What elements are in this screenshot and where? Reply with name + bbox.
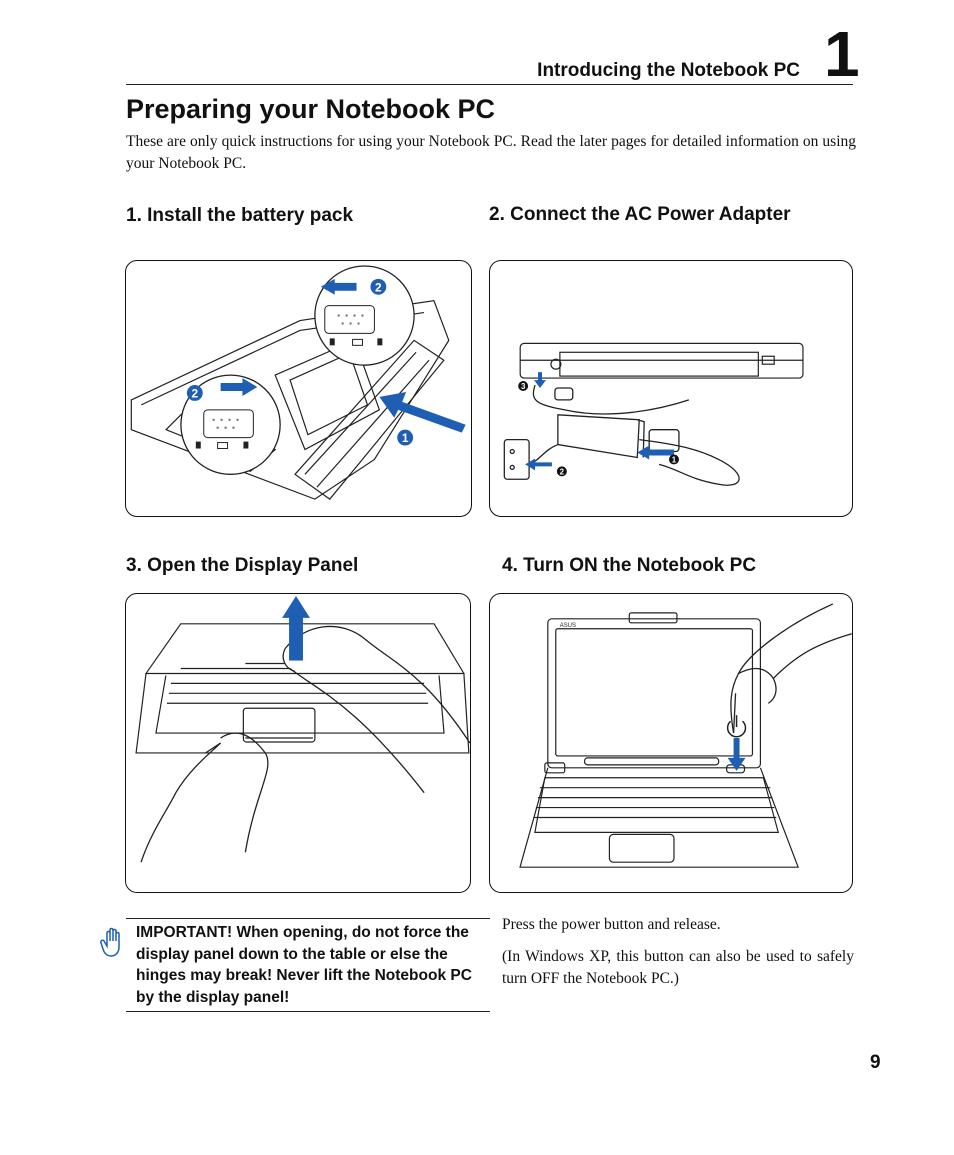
page-title: Preparing your Notebook PC [126,94,496,124]
important-note: IMPORTANT! When opening, do not force th… [96,918,490,1013]
notebook-rear-drawing [519,342,804,379]
battery-insert-arrow [379,391,466,433]
adapter-cable-drawing [503,384,740,486]
power-instructions: Press the power button and release. (In … [502,914,854,1000]
notebook-underside-drawing [130,300,450,500]
power-instruction-windows-xp: (In Windows XP, this button can also be … [502,948,854,987]
header-rule [126,84,853,85]
note-rule-top [126,918,490,919]
power-symbol-icon [726,715,747,738]
open-display-illustration [125,593,471,893]
power-on-illustration: ASUS [489,593,853,893]
asus-logo: ASUS [560,623,576,629]
adapter-callouts: 1 2 3 [518,381,679,476]
running-header-title: Introducing the Notebook PC [537,60,800,81]
battery-callouts: 1 2 2 [186,278,414,446]
svg-text:3: 3 [521,382,526,391]
open-notebook-drawing [519,612,800,868]
pointing-hand-drawing [730,603,852,734]
svg-text:2: 2 [375,280,382,294]
adapter-plug-arrow [637,445,674,460]
step-heading-open-display: 3. Open the Display Panel [126,555,359,576]
intro-paragraph: These are only quick instructions for us… [126,133,856,172]
svg-text:2: 2 [560,467,565,476]
wall-plug-arrow [525,458,552,471]
press-arrow-shaft [733,738,740,760]
battery-lock-inset-top [314,265,415,366]
chapter-number: 1 [824,18,860,90]
lid-up-arrow-shaft [289,615,303,661]
press-arrow-head [727,757,746,771]
svg-text:1: 1 [402,431,409,445]
step-heading-connect-adapter: 2. Connect the AC Power Adapter [489,204,791,225]
hand-icon [100,927,120,957]
dc-plug-arrow [534,372,546,389]
important-text: IMPORTANT! When opening, do not force th… [136,924,472,1006]
svg-text:2: 2 [192,386,199,400]
battery-lock-inset-bottom [180,374,281,475]
ac-adapter-illustration: 1 2 3 [489,260,853,517]
step-heading-turn-on: 4. Turn ON the Notebook PC [502,555,757,576]
page-number: 9 [870,1052,881,1073]
hands-drawing [140,625,470,863]
running-header: Introducing the Notebook PC 1 [0,0,954,90]
step-heading-install-battery: 1. Install the battery pack [126,205,354,226]
svg-text:1: 1 [672,455,677,464]
power-instruction-press: Press the power button and release. [502,916,721,933]
note-rule-bottom [126,1011,490,1012]
lid-up-arrow-head [282,595,310,618]
battery-install-illustration: 1 2 2 [125,260,472,517]
